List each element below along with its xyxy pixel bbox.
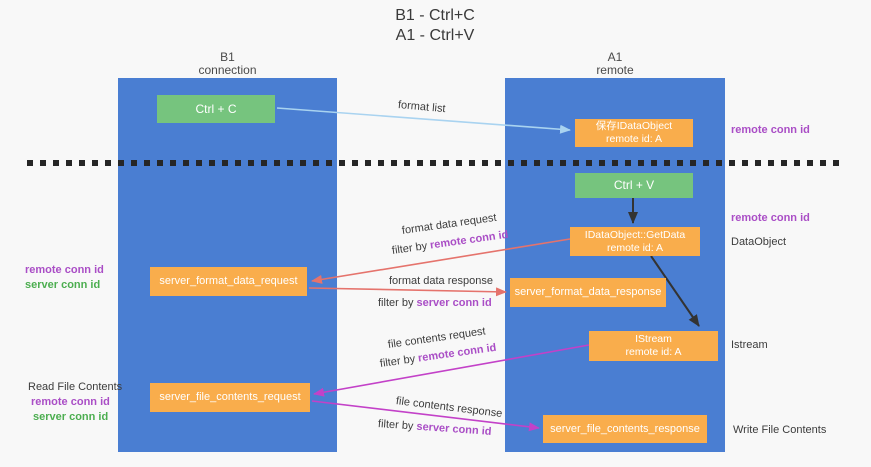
ctrl-v-label: Ctrl + V (613, 178, 655, 192)
filter-by-text: filter by (391, 239, 431, 257)
diagram-title: B1 - Ctrl+C A1 - Ctrl+V (335, 6, 535, 46)
ctrl-c-box: Ctrl + C (157, 95, 275, 123)
getdata-line1: IDataObject::GetData (584, 228, 686, 241)
left-file-conn-ids: Read File Contents remote conn id server… (28, 380, 122, 425)
server-file-contents-request-label: server_file_contents_request (159, 391, 301, 403)
filter-by-text: filter by (379, 352, 419, 370)
file-contents-response-label: file contents response (395, 395, 503, 420)
istream-box: IStream remote id: A (589, 331, 718, 361)
server-conn-id-note: server conn id (33, 411, 109, 423)
idataobject-getdata-box: IDataObject::GetData remote id: A (570, 227, 700, 256)
filter-by-text: filter by (378, 297, 417, 309)
format-data-response-arrow (308, 287, 507, 297)
server-format-data-response-label: server_format_data_response (514, 286, 662, 298)
save-idataobject-line1: 保存IDataObject (595, 120, 673, 132)
remote-conn-id-note-save: remote conn id (731, 124, 810, 136)
server-conn-id-text: server conn id (416, 297, 492, 309)
read-file-contents-label: Read File Contents (28, 381, 123, 393)
lane-a1-role: remote (596, 63, 634, 77)
lane-a1-name: A1 (607, 50, 623, 64)
save-idataobject-line2: remote id: A (605, 133, 663, 145)
remote-conn-id-note: remote conn id (31, 396, 110, 408)
write-file-contents-label: Write File Contents (733, 424, 827, 436)
server-file-contents-response-label: server_file_contents_response (550, 422, 700, 435)
remote-conn-id-note-paste: remote conn id (731, 212, 810, 224)
filter-by-text: filter by (377, 418, 417, 433)
getdata-line2: remote id: A (606, 241, 664, 254)
diagram-title-line2: A1 - Ctrl+V (395, 27, 475, 44)
remote-conn-id-text: remote conn id (429, 228, 510, 252)
save-idataobject-box: 保存IDataObject remote id: A (575, 119, 693, 147)
istream-side-label: Istream (731, 339, 768, 351)
server-format-data-request-label: server_format_data_request (159, 275, 298, 287)
format-list-label: format list (397, 99, 447, 116)
istream-line2: remote id: A (625, 346, 682, 358)
dataobject-label: DataObject (731, 236, 787, 248)
file-contents-response-filter-label: filter by server conn id (378, 418, 492, 438)
diagram-title-line1: B1 - Ctrl+C (395, 7, 475, 24)
ctrl-c-label: Ctrl + C (195, 101, 237, 116)
left-format-conn-ids: remote conn id server conn id (25, 263, 104, 293)
format-data-response-filter-label: filter by server conn id (378, 297, 492, 309)
format-data-response-label: format data response (389, 275, 493, 287)
server-file-contents-response-box: server_file_contents_response (543, 415, 707, 443)
lane-header-b1: B1 connection (118, 51, 337, 77)
server-conn-id-note: server conn id (25, 279, 101, 291)
server-conn-id-text: server conn id (416, 420, 492, 438)
server-format-data-response-box: server_format_data_response (510, 278, 666, 307)
remote-conn-id-note: remote conn id (25, 264, 104, 276)
server-format-data-request-box: server_format_data_request (150, 267, 307, 296)
lane-b1-role: connection (198, 63, 257, 77)
server-file-contents-request-box: server_file_contents_request (150, 383, 310, 412)
ctrl-v-box: Ctrl + V (575, 173, 693, 198)
istream-line1: IStream (635, 333, 672, 345)
lane-b1-name: B1 (220, 50, 235, 64)
lane-header-a1: A1 remote (505, 51, 725, 77)
